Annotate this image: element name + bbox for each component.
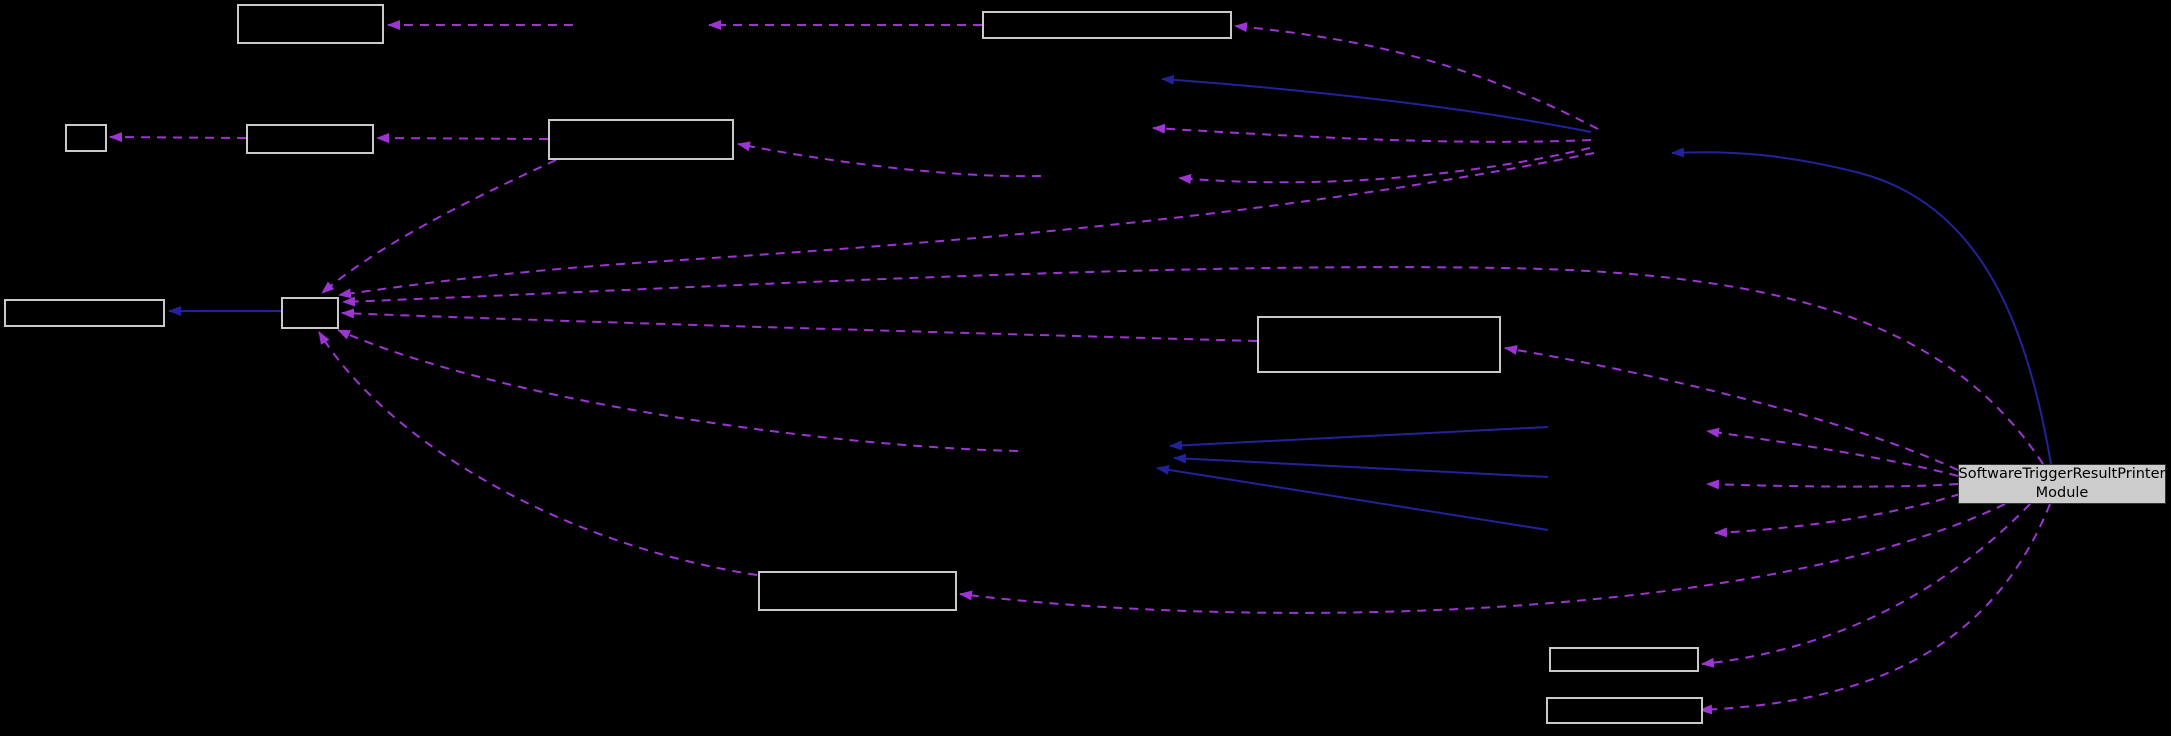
edge-label-a-to-label-m (1169, 426, 1549, 451)
node-box-h[interactable] (1257, 316, 1501, 373)
edge-swtrp-to-label-b (1706, 479, 1959, 490)
node-label-line2: Module (2035, 485, 2089, 501)
edge-swtrp-to-box-h (1504, 345, 1959, 471)
edge-swtrp-to-box-j (1701, 503, 2031, 668)
edge-swtrp-to-box-i (959, 503, 2006, 614)
edge-swtrp-to-box-g (342, 266, 2044, 465)
node-box-f[interactable] (4, 299, 165, 327)
node-box-e[interactable] (548, 119, 734, 160)
edge-box-e-to-box-d (376, 133, 549, 144)
edge-hub-to-label-d3 (1178, 147, 1591, 184)
node-box-d[interactable] (246, 124, 374, 154)
edge-label-c-to-label-m (1156, 464, 1549, 531)
edge-label-m-to-box-g (337, 329, 1019, 452)
node-box-b[interactable] (982, 11, 1232, 39)
node-box-i[interactable] (758, 571, 957, 611)
edge-hub-to-label-d2 (1152, 123, 1592, 143)
node-box-a[interactable] (237, 4, 384, 44)
node-box-j[interactable] (1549, 647, 1699, 672)
edge-hub-to-box-g (338, 152, 1595, 299)
edge-swtrp-to-label-a (1706, 427, 1959, 477)
edge-box-h-to-box-g (341, 308, 1258, 342)
edge-swtrp-to-label-c (1714, 493, 1961, 538)
edge-hub-to-label-b1 (1161, 74, 1592, 133)
edge-label-d3-to-box-e (737, 141, 1042, 178)
edge-box-i-to-box-g (318, 331, 758, 576)
node-box-c[interactable] (65, 124, 107, 152)
node-box-k[interactable] (1546, 697, 1703, 724)
node-label-line1: SoftwareTriggerResultPrinter (1958, 466, 2166, 483)
node-software-trigger-result-printer-module[interactable]: SoftwareTriggerResultPrinter Module (1958, 464, 2166, 504)
edge-box-d-to-box-c (109, 132, 247, 143)
edge-swtrp-to-box-k (1699, 503, 2051, 715)
edge-label-b-to-label-m (1173, 453, 1549, 478)
edge-box-e-to-box-g (321, 159, 557, 294)
node-box-g[interactable] (281, 297, 339, 329)
edge-hub-to-box-b (1234, 22, 1599, 130)
edge-group (109, 20, 2052, 715)
edge-swtrp-to-hub (1671, 147, 2052, 465)
